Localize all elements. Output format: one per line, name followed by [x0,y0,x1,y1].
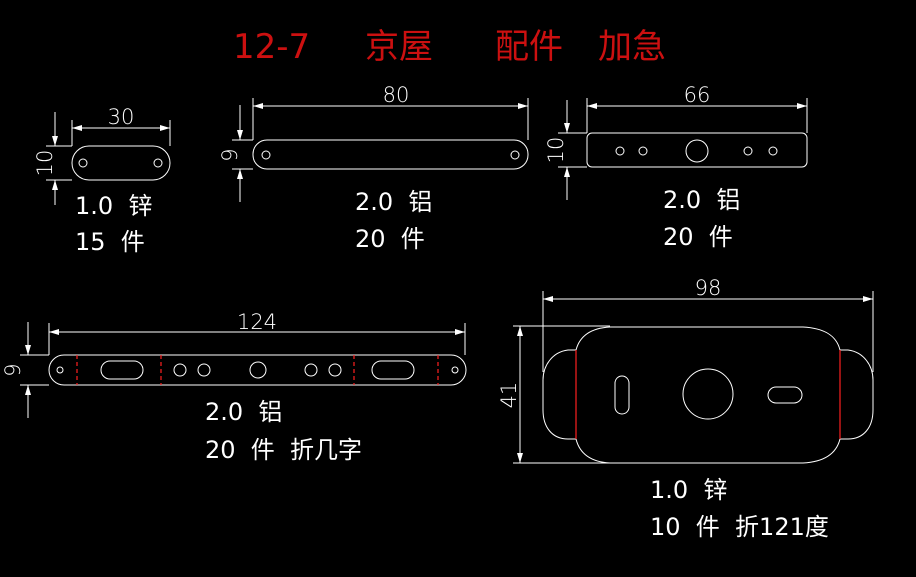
slot [371,360,415,380]
hole [56,366,64,374]
hole [328,363,342,377]
spec-label: 2.0 铝 [663,186,740,214]
slot [614,375,630,415]
dimension-length: 98 [695,276,722,300]
dimension-height: 41 [497,382,521,409]
part-3: 66 10 2.0 铝 20 件 [544,83,808,251]
title-customer: 京屋 [365,27,433,67]
hole [78,158,88,168]
slot [767,386,803,404]
dimension-height: 9 [218,148,242,161]
hole [261,150,271,160]
title-code: 12-7 [233,27,310,67]
part-4: 124 9 2.0 铝 20 件 折几字 [1,310,467,464]
spec-label: 2.0 铝 [205,398,282,426]
part-outline [586,132,808,168]
dimension-height: 10 [544,137,568,164]
center-hole [685,139,709,163]
part-outline [48,354,467,386]
qty-label: 20 件 折几字 [205,436,362,464]
dimension-length: 80 [383,83,410,107]
drawing-title: 12-7 京屋 配件 加急 [233,27,666,67]
hole [768,146,778,156]
qty-label: 10 件 折121度 [650,513,829,541]
hole [638,146,648,156]
qty-label: 20 件 [663,223,733,251]
part-outline [71,145,171,181]
hole [197,363,211,377]
dimension-length: 30 [108,105,135,129]
part-2: 80 9 2.0 铝 20 件 [218,83,529,253]
hole [153,158,163,168]
dimension-height: 10 [33,150,57,177]
center-hole [249,361,267,379]
part-1: 30 10 1.0 锌 15 件 [33,105,171,256]
dimension-length: 124 [237,310,277,334]
hole [743,146,753,156]
hole [304,363,318,377]
spec-label: 1.0 锌 [75,192,152,220]
part-5: 98 41 1.0 锌 10 件 折121度 [497,276,874,541]
spec-label: 1.0 锌 [650,476,727,504]
hole [510,150,520,160]
hole [451,366,459,374]
title-priority: 加急 [598,27,666,67]
spec-label: 2.0 铝 [355,188,432,216]
qty-label: 20 件 [355,225,425,253]
dimension-length: 66 [684,83,711,107]
part-outline [542,326,874,464]
qty-label: 15 件 [75,228,145,256]
hole [173,363,187,377]
center-hole [682,368,734,420]
dimension-height: 9 [1,363,25,376]
title-item: 配件 [495,27,563,67]
slot [100,360,144,380]
part-outline [252,139,529,170]
hole [615,146,625,156]
